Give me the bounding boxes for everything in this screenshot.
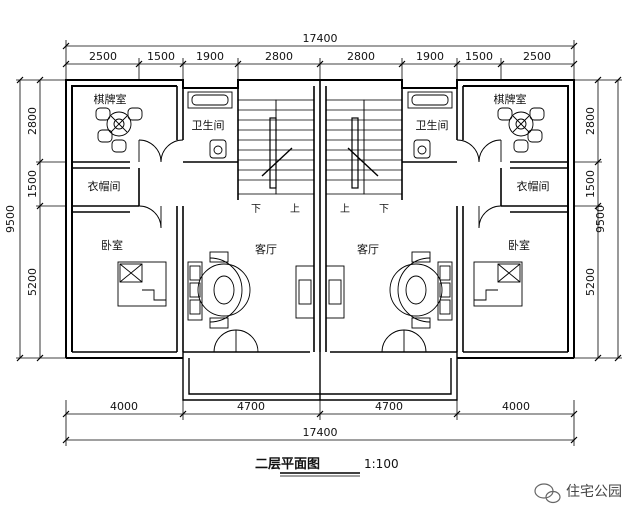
- room-label-living-right: 客厅: [357, 242, 379, 256]
- bed-left: [117, 261, 167, 307]
- room-label-chess-left: 棋牌室: [94, 92, 127, 106]
- chess-table-right: [497, 107, 545, 153]
- bed-right: [473, 261, 523, 307]
- stair-up-label: 上: [340, 203, 350, 215]
- right-seg-label: 1500: [584, 170, 597, 198]
- tv-cabinet: [295, 265, 345, 319]
- right-total-label: 9500: [594, 205, 607, 233]
- staircase-right: [325, 99, 403, 195]
- left-seg-label: 2800: [26, 107, 39, 135]
- drawing-scale: 1:100: [364, 457, 399, 471]
- stair-down-label: 下: [251, 204, 261, 215]
- stair-down-label: 下: [379, 204, 389, 215]
- room-label-cloak-right: 衣帽间: [517, 179, 550, 193]
- top-seg-label: 2500: [89, 50, 117, 63]
- top-seg-label: 2800: [347, 50, 375, 63]
- right-seg-label: 2800: [584, 107, 597, 135]
- top-seg-label: 1500: [147, 50, 175, 63]
- bottom-seg-label: 4000: [110, 400, 138, 413]
- left-seg-label: 5200: [26, 268, 39, 296]
- room-label-chess-right: 棋牌室: [494, 92, 527, 106]
- top-total-label: 17400: [303, 32, 338, 45]
- top-seg-label: 1900: [416, 50, 444, 63]
- top-dimension-ticks: [62, 42, 578, 68]
- left-seg-label: 1500: [26, 170, 39, 198]
- bottom-seg-label: 4000: [502, 400, 530, 413]
- watermark-logo-icon: [534, 483, 561, 504]
- bottom-seg-label: 4700: [237, 400, 265, 413]
- watermark-text: 住宅公园: [566, 484, 622, 500]
- interior-walls-right: [330, 86, 568, 353]
- left-dimension-lines: [16, 79, 66, 359]
- bottom-total-label: 17400: [303, 426, 338, 439]
- room-label-bath-left: 卫生间: [192, 118, 225, 132]
- room-label-bedroom-left: 卧室: [101, 238, 123, 252]
- room-label-living-left: 客厅: [255, 242, 277, 256]
- top-seg-label: 1500: [465, 50, 493, 63]
- balcony: [182, 352, 458, 401]
- top-seg-label: 1900: [196, 50, 224, 63]
- top-dimension-lines: [65, 40, 575, 80]
- bathroom-fixtures-right: [407, 91, 453, 159]
- room-label-cloak-left: 衣帽间: [88, 179, 121, 193]
- bottom-dimension-lines: [65, 400, 575, 446]
- top-seg-label: 2800: [265, 50, 293, 63]
- bottom-seg-label: 4700: [375, 400, 403, 413]
- top-seg-label: 2500: [523, 50, 551, 63]
- right-seg-label: 5200: [584, 268, 597, 296]
- room-label-bedroom-right: 卧室: [508, 238, 530, 252]
- door-swings: [138, 139, 502, 353]
- chess-table-left: [95, 107, 143, 153]
- bathroom-fixtures-left: [187, 91, 233, 159]
- stair-up-label: 上: [290, 203, 300, 215]
- room-label-bath-right: 卫生间: [416, 118, 449, 132]
- sofa-left: [187, 251, 251, 329]
- staircase-left: [237, 99, 315, 195]
- sofa-right: [389, 251, 453, 329]
- drawing-title: 二层平面图: [255, 457, 320, 472]
- left-total-label: 9500: [4, 205, 17, 233]
